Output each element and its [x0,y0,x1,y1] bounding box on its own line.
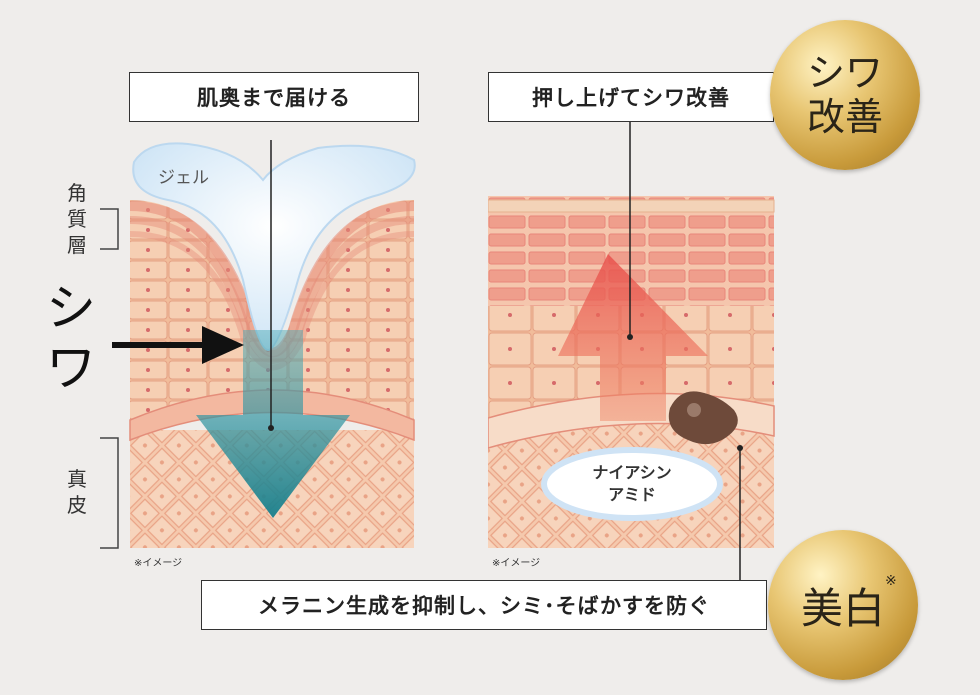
stratum-corneum-label: 角質層 [67,181,87,257]
ingredient-label: ナイアシン アミド [560,462,704,506]
wrinkle-improvement-badge: シワ 改善 [770,20,920,170]
badge-whitening-label: 美白 [800,583,885,633]
wrinkle-arrow-icon [112,326,244,364]
bottom-callout: メラニン生成を抑制し、シミ･そばかすを防ぐ [201,580,767,630]
wrinkle-label: シワ [46,279,96,397]
right-callout: 押し上げてシワ改善 [488,72,774,122]
stratum-bracket [100,208,119,250]
right-skin-diagram [488,196,775,548]
dermis-bracket [100,437,119,549]
right-image-note: ※イメージ [492,558,541,569]
ingredient-line1: ナイアシン [592,463,672,482]
left-image-note: ※イメージ [134,558,183,569]
badge-whitening-mark: ※ [885,572,897,589]
left-skin-diagram [129,140,416,548]
dermis-label: 真皮 [67,467,87,517]
ingredient-line2: アミド [608,485,656,504]
left-callout: 肌奥まで届ける [129,72,419,122]
badge-wrinkle-line1: シワ [806,51,883,95]
gel-label: ジェル [158,168,209,188]
badge-whitening-text: 美白※ [800,573,897,636]
whitening-badge: 美白※ [768,530,918,680]
badge-wrinkle-line2: 改善 [806,95,883,139]
